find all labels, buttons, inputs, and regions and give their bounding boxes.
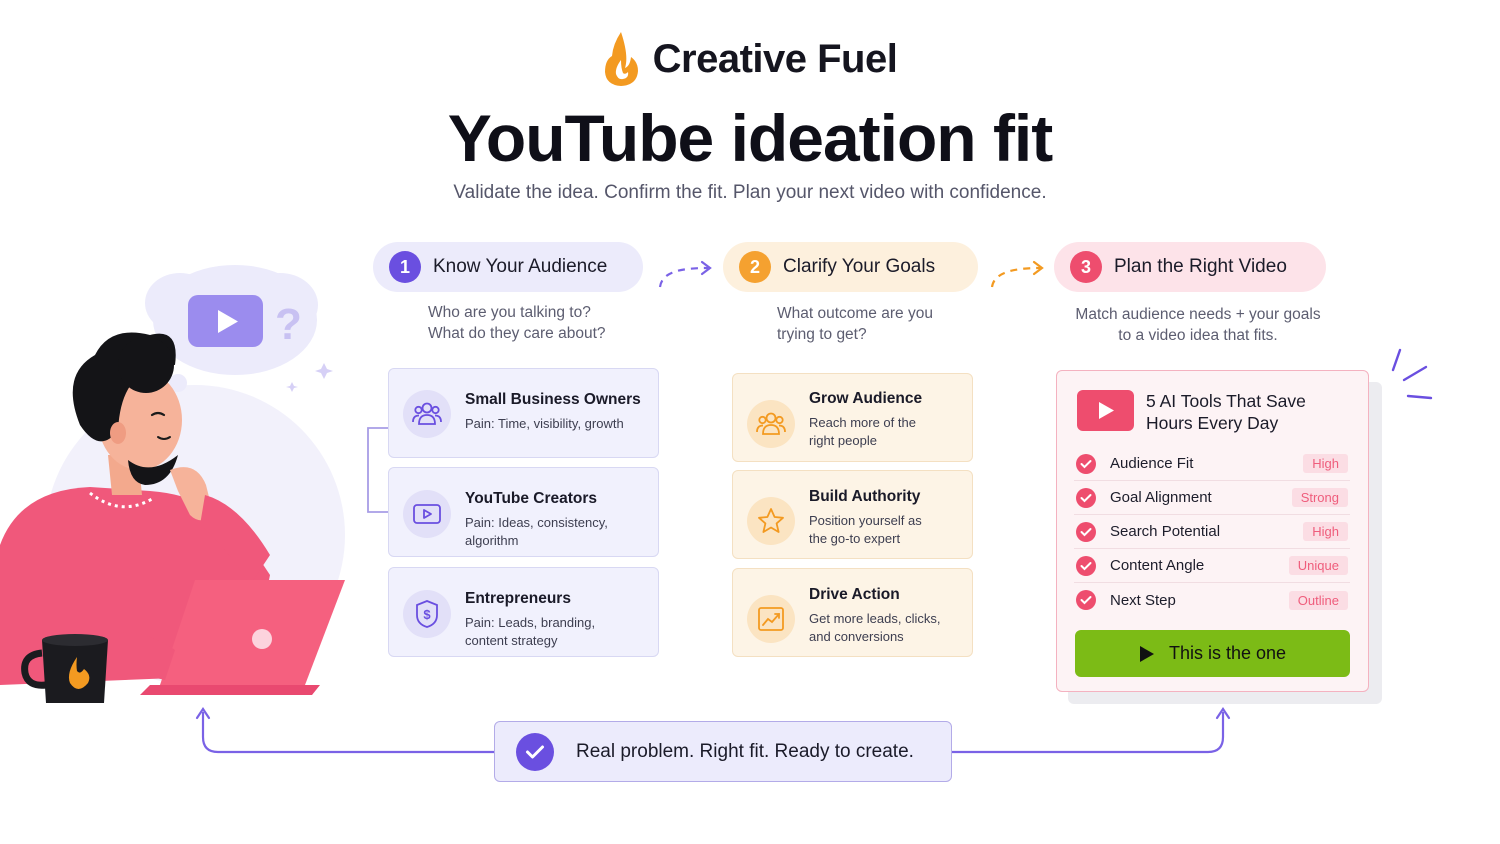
step-1-question-line: What do they care about? (428, 325, 606, 342)
step-2-question: What outcome are you trying to get? (777, 303, 977, 345)
checklist-label: Search Potential (1110, 523, 1221, 540)
loop-arrow-left (201, 712, 494, 754)
goal-desc-line: the go-to expert (809, 531, 901, 546)
page-subtitle: Validate the idea. Confirm the fit. Plan… (453, 182, 1047, 203)
step-2-pill: 2 Clarify Your Goals (723, 242, 978, 292)
check-icon (1076, 521, 1096, 542)
checklist-badge: Outline (1288, 590, 1348, 610)
video-idea-title-line: Hours Every Day (1146, 413, 1279, 433)
goal-desc-line: right people (809, 433, 877, 448)
audience-card-entrepreneurs: $ Entrepreneurs Pain: Leads, branding, c… (388, 567, 659, 657)
step-3-pill: 3 Plan the Right Video (1054, 242, 1326, 292)
dollar-badge-icon: $ (403, 590, 451, 638)
checklist-badge: High (1303, 454, 1348, 473)
check-icon (1076, 590, 1096, 610)
goal-desc: Position yourself as the go-to expert (809, 512, 922, 548)
ready-banner: Real problem. Right fit. Ready to create… (494, 721, 952, 782)
step-2-question-line: What outcome are you (777, 305, 933, 322)
goal-card-drive-action: Drive Action Get more leads, clicks, and… (732, 568, 973, 657)
check-circle-icon (516, 732, 554, 771)
flame-logo-icon (604, 32, 638, 86)
checklist-row-goal-alignment: Goal Alignment Strong (1074, 481, 1350, 515)
audience-desc-line: content strategy (465, 633, 558, 648)
check-icon (1076, 555, 1096, 576)
audience-card-small-business: Small Business Owners Pain: Time, visibi… (388, 368, 659, 458)
svg-text:$: $ (423, 607, 431, 622)
step-2-number: 2 (739, 251, 771, 283)
audience-card-youtube-creators: YouTube Creators Pain: Ideas, consistenc… (388, 467, 659, 557)
audience-title: Entrepreneurs (465, 590, 571, 607)
youtube-play-icon (1077, 390, 1134, 431)
loop-arrow-right (952, 712, 1225, 754)
chart-up-icon (747, 595, 795, 643)
svg-text:?: ? (275, 300, 302, 349)
step-3-question-line: Match audience needs + your goals (1075, 306, 1321, 323)
goal-desc: Get more leads, clicks, and conversions (809, 610, 941, 646)
checklist-row-content-angle: Content Angle Unique (1074, 549, 1350, 583)
step-2-question-line: trying to get? (777, 326, 867, 343)
goal-desc-line: Position yourself as (809, 513, 922, 528)
step-1-label: Know Your Audience (433, 256, 608, 277)
star-icon (747, 497, 795, 545)
audience-desc: Pain: Leads, branding, content strategy (465, 614, 595, 650)
brand-header: Creative Fuel (0, 24, 1500, 94)
goal-card-build-authority: Build Authority Position yourself as the… (732, 470, 973, 559)
audience-desc: Pain: Ideas, consistency, algorithm (465, 514, 608, 550)
step-1-number: 1 (389, 251, 421, 283)
step-1-question: Who are you talking to? What do they car… (428, 302, 648, 344)
checklist-label: Goal Alignment (1110, 489, 1212, 506)
cta-label: This is the one (1168, 643, 1287, 663)
checklist-label: Next Step (1110, 591, 1176, 609)
group-icon (747, 400, 795, 448)
check-icon (1076, 453, 1096, 474)
checklist-row-next-step: Next Step Outline (1074, 583, 1350, 617)
checklist-badge: High (1303, 522, 1348, 541)
goal-desc: Reach more of the right people (809, 414, 922, 450)
brand-name: Creative Fuel (652, 36, 898, 81)
goal-desc-line: Get more leads, clicks, (809, 611, 941, 626)
goal-card-grow-audience: Grow Audience Reach more of the right pe… (732, 373, 973, 462)
step-3-number: 3 (1070, 251, 1102, 283)
video-play-icon (403, 490, 451, 538)
goal-desc-line: and conversions (809, 629, 904, 644)
checklist-badge: Strong (1291, 488, 1348, 507)
arrow-step1-to-step2 (658, 266, 709, 288)
goal-desc-line: Reach more of the (809, 415, 916, 430)
audience-bracket (367, 427, 388, 513)
page-title: YouTube ideation fit (447, 101, 1054, 175)
banner-text: Real problem. Right fit. Ready to create… (576, 740, 914, 762)
audience-desc-line: Pain: Ideas, consistency, (465, 515, 608, 530)
audience-desc-line: algorithm (465, 533, 519, 548)
audience-title: YouTube Creators (465, 490, 598, 507)
thinking-person-illustration: ? (0, 265, 345, 703)
checklist-row-search-potential: Search Potential High (1074, 515, 1350, 549)
audience-desc-line: Pain: Leads, branding, (465, 615, 596, 630)
checklist-label: Audience Fit (1110, 455, 1194, 472)
video-idea-title: 5 AI Tools That Save Hours Every Day (1146, 390, 1356, 434)
check-icon (1076, 487, 1096, 508)
audience-desc: Pain: Time, visibility, growth (465, 416, 624, 431)
step-3-question: Match audience needs + your goals to a v… (1062, 304, 1334, 346)
goal-title: Build Authority (809, 488, 921, 505)
checklist-label: Content Angle (1110, 557, 1205, 574)
goal-title: Drive Action (809, 586, 900, 603)
thought-bubble-icon: ? (145, 265, 318, 408)
audience-title: Small Business Owners (465, 391, 641, 408)
step-3-question-line: to a video idea that fits. (1118, 327, 1278, 344)
video-idea-title-line: 5 AI Tools That Save (1146, 391, 1306, 411)
play-icon (1139, 645, 1154, 662)
this-is-the-one-button[interactable]: This is the one (1075, 630, 1350, 677)
laptop-icon (140, 580, 345, 695)
step-1-pill: 1 Know Your Audience (373, 242, 643, 292)
group-icon (403, 390, 451, 438)
step-1-question-line: Who are you talking to? (428, 304, 591, 321)
checklist-row-audience-fit: Audience Fit High (1074, 447, 1350, 481)
checklist-badge: Unique (1288, 556, 1348, 575)
step-2-label: Clarify Your Goals (783, 256, 936, 277)
step-3-label: Plan the Right Video (1114, 256, 1287, 277)
mug-icon (21, 634, 108, 703)
goal-title: Grow Audience (809, 390, 923, 407)
arrow-step2-to-step3 (990, 266, 1041, 288)
